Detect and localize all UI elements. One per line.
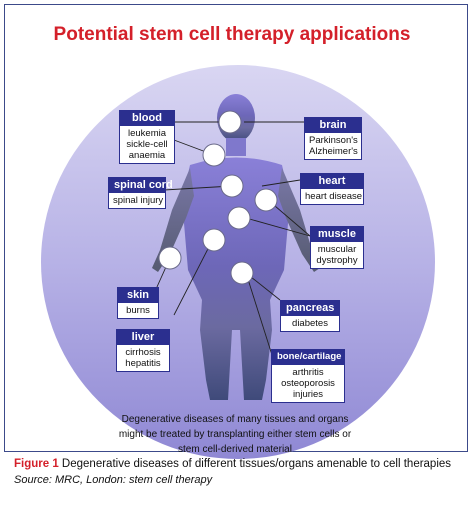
figure-caption: Figure 1 Degenerative diseases of differ… [14,458,451,470]
diagram-title: Potential stem cell therapy applications [53,24,411,45]
label-blood-header: blood [119,110,175,126]
label-brain: brain Parkinson's Alzheimer's [304,117,362,160]
caption-text: Degenerative diseases of different tissu… [58,458,452,470]
label-blood: blood leukemia sickle-cell anaemia [119,110,175,164]
label-skin-body: burns [117,303,159,319]
label-liver-header: liver [116,329,170,345]
label-spinal-cord-body: spinal injury [108,193,166,209]
label-skin: skin burns [117,287,159,319]
label-skin-header: skin [117,287,159,303]
label-heart-header: heart [300,173,364,189]
label-bone-cartilage-body: arthritis osteoporosis injuries [271,365,345,403]
label-heart: heart heart disease [300,173,364,205]
source-line: Source: MRC, London: stem cell therapy [14,474,213,486]
label-spinal-cord-header: spinal cord [108,177,173,193]
label-muscle-body: muscular dystrophy [310,242,364,269]
label-brain-header: brain [304,117,362,133]
description-text: Degenerative diseases of many tissues an… [118,414,352,455]
label-blood-body: leukemia sickle-cell anaemia [119,126,175,164]
label-heart-body: heart disease [300,189,364,205]
label-pancreas-body: diabetes [280,316,340,332]
label-liver: liver cirrhosis hepatitis [116,329,170,372]
figure-label: Figure 1 [14,458,59,470]
label-pancreas-header: pancreas [280,300,340,316]
label-pancreas: pancreas diabetes [280,300,340,332]
label-muscle: muscle muscular dystrophy [310,226,364,269]
label-muscle-header: muscle [310,226,364,242]
organ-markers [158,110,278,285]
label-bone-cartilage: bone/cartilage arthritis osteoporosis in… [271,349,345,403]
label-spinal-cord: spinal cord spinal injury [108,177,173,209]
label-brain-body: Parkinson's Alzheimer's [304,133,362,160]
label-bone-cartilage-header: bone/cartilage [271,349,345,365]
label-liver-body: cirrhosis hepatitis [116,345,170,372]
